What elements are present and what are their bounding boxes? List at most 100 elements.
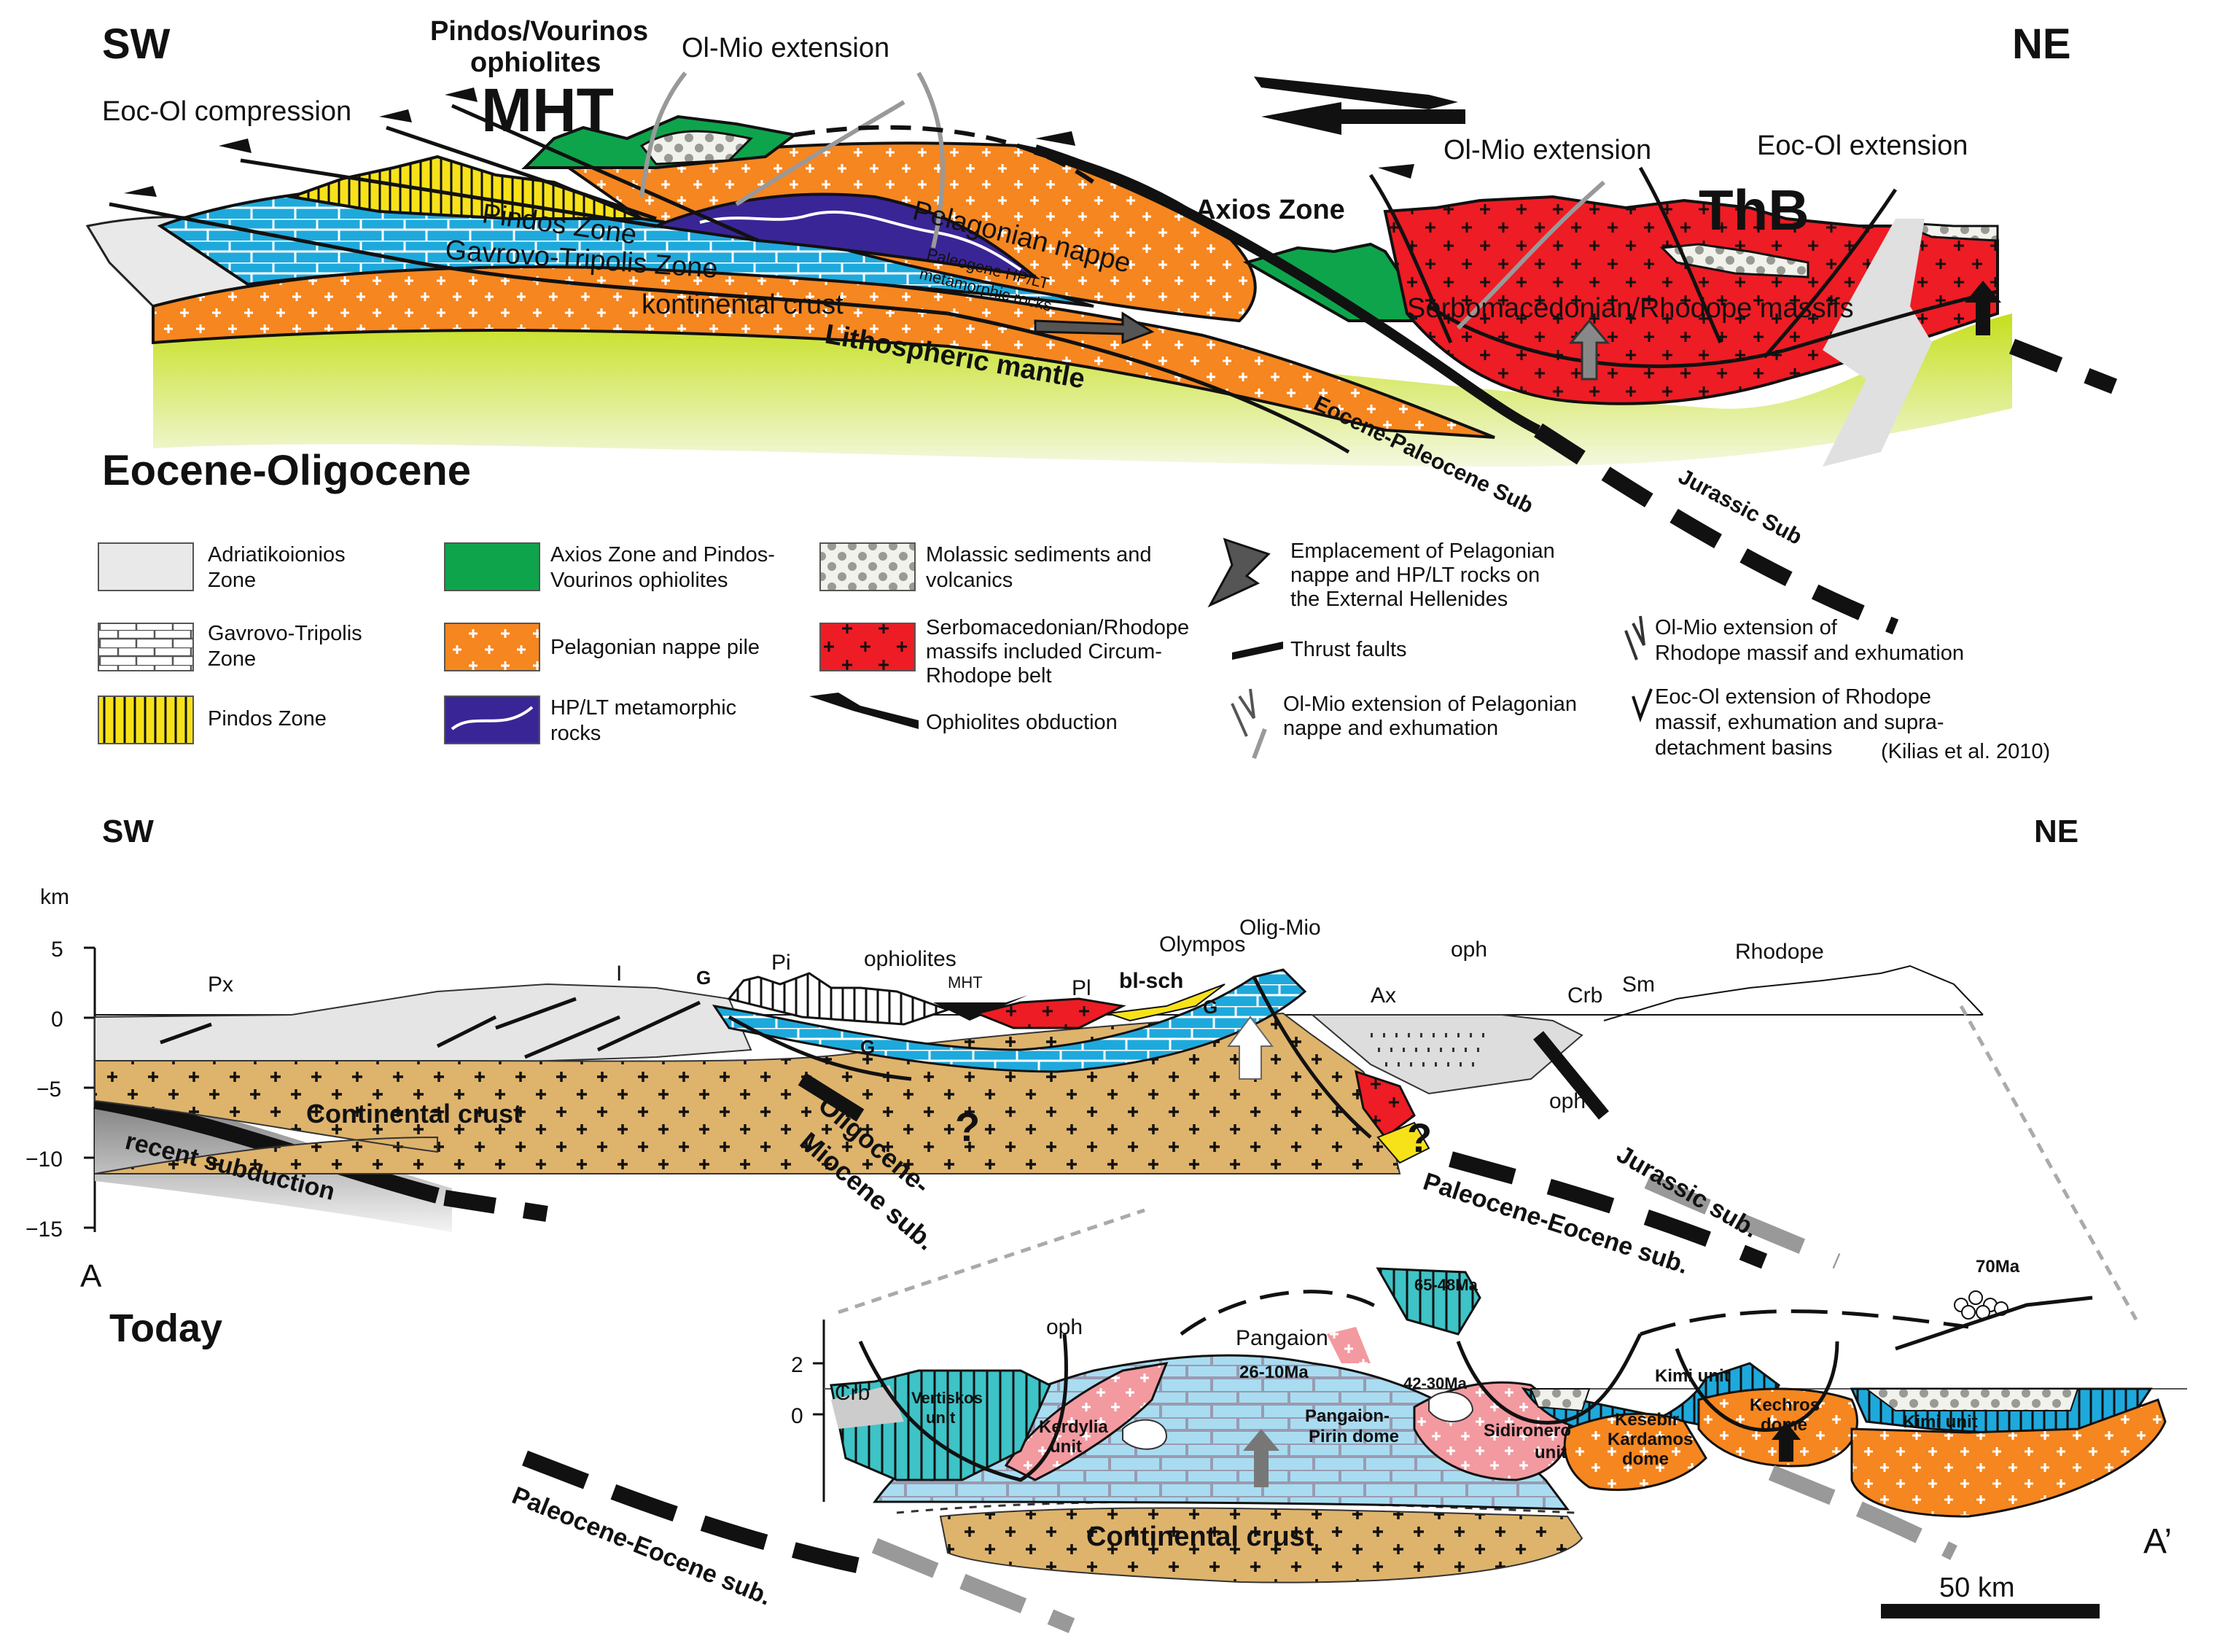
axios-yellow-bottom	[1376, 1121, 1430, 1164]
legend-serbo-line3: Rhodope belt	[926, 664, 1052, 687]
legend-olmio-rho-line2: Rhodope massif and exhumation	[1655, 642, 1964, 665]
legend-adriatic-line1: Adriatikoionios	[208, 543, 346, 566]
inset-crb-grey	[831, 1385, 904, 1429]
black-normal-fault-2	[1638, 166, 1723, 344]
legend-swatch-serbo	[819, 623, 916, 671]
inset-molasse-1	[1530, 1388, 1591, 1412]
legend-molasse-line2: volcanics	[926, 569, 1013, 592]
inset-molasse-2	[1864, 1388, 2079, 1411]
ophiolites-label: ophiolites	[470, 47, 601, 78]
dashed-detachment	[794, 125, 1095, 184]
mht-label: MHT	[481, 76, 614, 144]
inset-white-pluton-1	[1122, 1419, 1168, 1450]
inset-tick-2: 2	[791, 1353, 803, 1377]
inset-42-30-label: 42-30Ma	[1403, 1374, 1468, 1392]
thrust-arrow-icon-6	[1378, 164, 1414, 179]
g-label-3: G	[1203, 996, 1217, 1018]
legend-eocol-rho-line1: Eoc-Ol extension of Rhodope	[1655, 685, 1931, 709]
thb-slab-dashed	[2008, 338, 2118, 394]
olympos-label: Olympos	[1159, 932, 1245, 956]
inset-pal-eoc-slab	[522, 1450, 870, 1575]
inset-65-48-label: 65-48Ma	[1414, 1276, 1478, 1294]
inset-white-band	[896, 1500, 1575, 1514]
inset-70ma-circles	[1954, 1290, 2008, 1320]
emplacement-arrow-icon	[1034, 311, 1155, 345]
period-label: Eocene-Oligocene	[102, 447, 471, 494]
bottom-ne-label: NE	[2034, 814, 2078, 849]
axios-zone-label: Axios Zone	[1196, 195, 1345, 225]
inset-right-orange	[1850, 1398, 2167, 1518]
inset-grey-slab	[871, 1538, 1075, 1634]
inset-pangaion-pink	[1327, 1327, 1371, 1363]
legend-molasse-line1: Molassic sediments and	[926, 543, 1151, 566]
inset-fault-top-dashed	[1640, 1309, 1969, 1336]
oligmio-label: Olig-Mio	[1239, 916, 1321, 940]
legend-serbo-line1: Serbomacedonian/Rhodope	[926, 616, 1189, 639]
thrust-arrow-icon-3	[379, 109, 412, 122]
kontinental-crust-label: kontinental crust	[642, 289, 843, 320]
inset-sidironero-line2: unit	[1535, 1443, 1567, 1462]
inset-grey-slab-2	[1768, 1465, 1957, 1560]
legend-eocol-rho-line2: massif, exhumation and supra-	[1655, 711, 1944, 734]
blsch-label: bl-sch	[1119, 969, 1183, 993]
rhodope-label: Rhodope	[1735, 940, 1824, 964]
grey-ext-fault-1	[639, 71, 687, 198]
olympos-fault	[1252, 975, 1372, 1139]
bottom-sw-label: SW	[102, 814, 154, 849]
inset-kesebir-line2: Kardamos	[1608, 1430, 1693, 1449]
hplt-metamorphic-top	[650, 192, 1040, 280]
continental-crust-label: Continental crust	[306, 1099, 522, 1129]
mht-bottom-label: MHT	[948, 973, 983, 991]
legend-olmio-rho-line1: Ol-Mio extension of	[1655, 616, 1838, 639]
inset-oph-label: oph	[1046, 1315, 1083, 1339]
legend-swatch-adriatic	[98, 542, 194, 591]
pl-label: Pl	[1072, 976, 1091, 1000]
inset-fault-left	[858, 1333, 1068, 1482]
eocene-paleocene-slab	[1033, 144, 1541, 435]
serbomacedonian-massifs-label: Serbomacedonian/Rhodope massifs	[1407, 293, 1854, 324]
thrust-line-3	[386, 125, 657, 221]
inset-kerdylia-line1: Kerdylia	[1039, 1417, 1108, 1437]
profile-a-label: A	[80, 1258, 102, 1294]
inset-vertiskos-line2: unit	[926, 1409, 956, 1427]
legend-olmio-pel-line1: Ol-Mio extension of Pelagonian	[1283, 693, 1577, 716]
pindos-striped-bottom	[727, 972, 951, 1026]
inset-65-48-block	[1376, 1267, 1481, 1336]
ophiolites-bottom-label: ophiolites	[864, 947, 956, 971]
grey-ext-fault-2	[735, 100, 905, 206]
grey-dashed-connector-right	[1959, 1005, 2138, 1321]
oligocene-miocene-slab	[798, 1072, 865, 1122]
grey-ext-fault-4	[1456, 180, 1605, 330]
sm-label: Sm	[1622, 973, 1655, 997]
axios-zone-right	[1242, 242, 1455, 322]
inset-pangaion-label: Pangaion	[1236, 1326, 1328, 1350]
question-mark-2: ?	[1407, 1115, 1432, 1161]
scale-bar	[1881, 1604, 2100, 1618]
legend-axios-line2: Vourinos ophiolites	[550, 569, 728, 592]
profile-a-prime-label: A’	[2143, 1522, 2172, 1561]
inset-kimi-unit-2-label: Kimi unit	[1903, 1412, 1978, 1432]
inset-kechros-arrow-icon	[1772, 1422, 1801, 1462]
inset-tick-0: 0	[791, 1404, 803, 1428]
rhodope-inset: 2 0	[508, 1257, 2187, 1634]
legend-thrust-line1: Thrust faults	[1290, 638, 1407, 661]
today-label: Today	[109, 1306, 222, 1350]
legend-eocol-rho-line3: detachment basins	[1655, 736, 1832, 760]
grey-vein	[1823, 219, 1932, 467]
legend-olmio-pel-grey-icon	[1252, 728, 1267, 760]
px-label: Px	[208, 973, 233, 997]
depth-tick-0: 0	[51, 1008, 63, 1032]
inset-kechros-line1: Kechros	[1750, 1395, 1820, 1415]
legend-citation: (Kilias et al. 2010)	[1881, 740, 2050, 763]
recent-subduction-dashed	[443, 1190, 548, 1222]
bottom-thrust-5	[596, 1000, 701, 1052]
inset-kesebir-line1: Kesebir-	[1615, 1410, 1685, 1430]
inset-fault-pangaion	[1180, 1290, 1387, 1336]
jurassic-slab-bottom	[1644, 1173, 1841, 1269]
slab-dashed	[1534, 423, 1899, 635]
depth-tick-5: 5	[51, 938, 63, 962]
ax-label: Ax	[1371, 983, 1396, 1008]
depth-tick-neg5: −5	[36, 1078, 61, 1102]
thrust-arrow-icon-2	[219, 139, 252, 153]
